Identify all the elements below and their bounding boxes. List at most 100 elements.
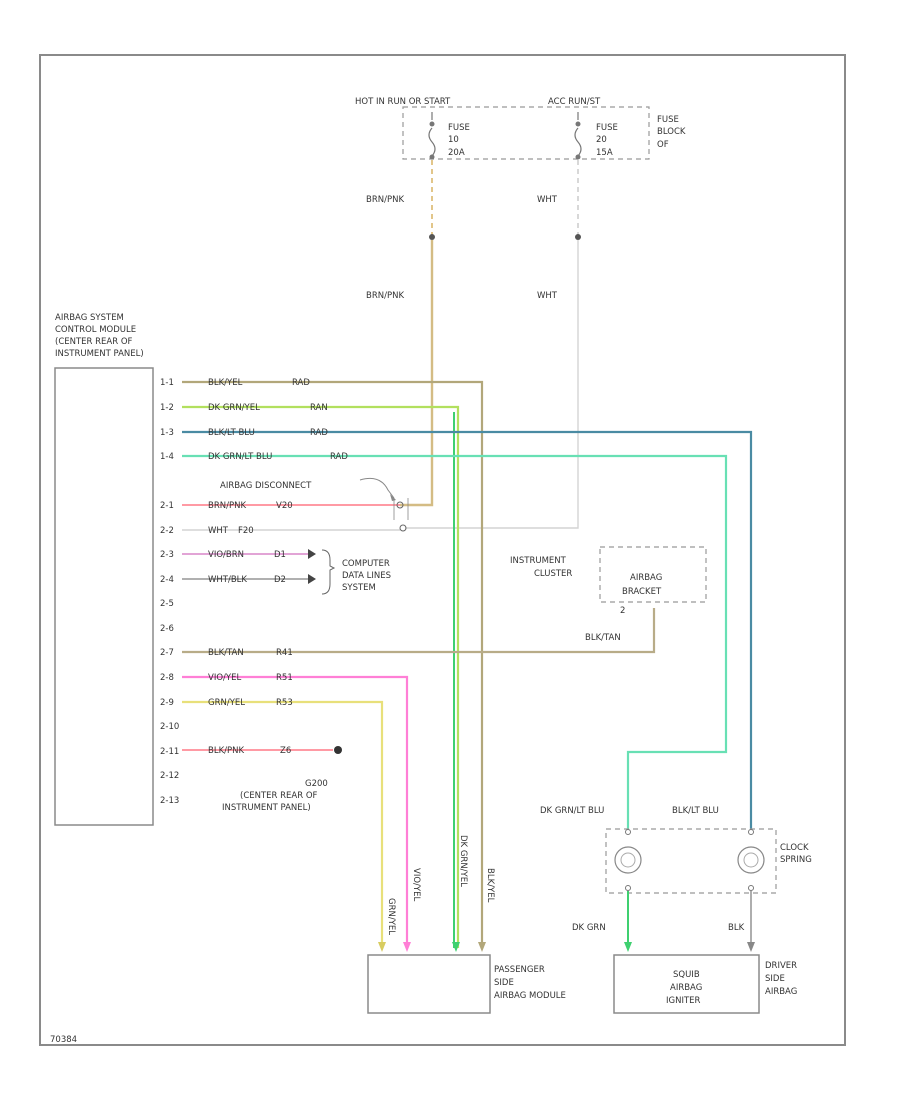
control-module-label-4: INSTRUMENT PANEL) <box>55 349 144 359</box>
driver-airbag-module: SQUIB AIRBAG IGNITER DRIVER SIDE AIRBAG <box>613 942 797 1014</box>
wire-labels: BLK/YEL RAD DK GRN/YEL RAN BLK/LT BLU RA… <box>208 378 348 756</box>
fuse-left-terminal-top <box>429 121 435 127</box>
driver-wire-arrow-1 <box>624 942 632 952</box>
passenger-module-label-1: PASSENGER <box>494 965 545 975</box>
ground-terminal <box>334 746 342 754</box>
driver-module-label-3: AIRBAG <box>765 987 797 997</box>
footer-code: 70384 <box>50 1035 77 1045</box>
pin-1-3: 1-3 <box>160 428 174 438</box>
driver-module-box <box>613 954 760 1014</box>
data-lines-label-1: COMPUTER <box>342 559 390 569</box>
fuse-hot-left-label: HOT IN RUN OR START <box>355 97 451 107</box>
driver-module-label-1: DRIVER <box>765 961 797 971</box>
instrument-cluster-pin: 2 <box>620 606 625 616</box>
module-wires <box>182 380 753 948</box>
airbag-bracket-label-1: AIRBAG <box>630 573 662 583</box>
splice-left <box>429 234 435 240</box>
passenger-module-box <box>367 954 491 1014</box>
clock-spring-label-1: CLOCK <box>780 843 809 853</box>
ground-label-1: G200 <box>305 779 328 789</box>
wire-2-3-gauge: D1 <box>274 550 286 560</box>
wire-label-right-top: WHT <box>537 195 558 205</box>
clock-spring-right-wire-top: BLK/LT BLU <box>672 806 719 816</box>
passenger-wire-label-1: GRN/YEL <box>386 898 396 935</box>
passenger-wire-arrow-1 <box>378 942 386 952</box>
pin-1-1: 1-1 <box>160 378 174 388</box>
clock-spring-left-coil-outer <box>614 846 642 874</box>
passenger-wire-arrow-4 <box>478 942 486 952</box>
wire-2-9-gauge: R53 <box>276 698 293 708</box>
wire-2-1-color: BRN/PNK <box>208 501 246 511</box>
wire-label-left-top: BRN/PNK <box>366 195 404 205</box>
fuse-left-line-1: FUSE <box>448 123 470 133</box>
clock-spring-box <box>605 828 777 894</box>
splice-right <box>575 234 581 240</box>
wire-2-7-color: BLK/TAN <box>208 648 244 658</box>
disconnect-label: AIRBAG DISCONNECT <box>220 481 312 491</box>
ground-label-2: (CENTER REAR OF <box>240 791 318 801</box>
driver-box-label-3: IGNITER <box>666 996 701 1006</box>
wire-1-3 <box>182 430 753 830</box>
wire-2-8-gauge: R51 <box>276 673 293 683</box>
wire-2-4-gauge: D2 <box>274 575 286 585</box>
clock-spring: DK GRN/LT BLU BLK/LT BLU CLOCK SPRING DK… <box>540 806 812 948</box>
wire-label-right-bottom: WHT <box>537 291 558 301</box>
wire-2-9-color: GRN/YEL <box>208 698 245 708</box>
wire-1-3-gauge: RAD <box>310 428 328 438</box>
data-lines-label-2: DATA LINES <box>342 571 391 581</box>
wire-1-2-gauge: RAN <box>310 403 328 413</box>
wire-2-8-color: VIO/YEL <box>208 673 241 683</box>
data-line-brace <box>321 549 336 595</box>
fuse-left-terminal-bottom <box>429 154 435 160</box>
airbag-control-module: AIRBAG SYSTEM CONTROL MODULE (CENTER REA… <box>54 313 154 826</box>
pin-2-5: 2-5 <box>160 599 174 609</box>
passenger-wire-arrow-2 <box>403 942 411 952</box>
control-module-label-3: (CENTER REAR OF <box>55 337 133 347</box>
wire-brn-pnk-feed <box>400 240 434 507</box>
fuse-right-terminal-bottom <box>575 154 581 160</box>
wire-1-1-color: BLK/YEL <box>208 378 243 388</box>
disconnect-pin-1 <box>396 501 404 509</box>
fuse-right-terminal-top <box>575 121 581 127</box>
pin-2-9: 2-9 <box>160 698 174 708</box>
wire-1-1-gauge: RAD <box>292 378 310 388</box>
pin-labels: 1-1 1-2 1-3 1-4 2-1 2-2 2-3 2-4 2-5 2-6 … <box>160 378 179 806</box>
clock-spring-left-terminal-top <box>625 829 631 835</box>
control-module-label-2: CONTROL MODULE <box>55 325 136 335</box>
wire-2-8 <box>182 675 409 948</box>
wire-1-2-color: DK GRN/YEL <box>208 403 260 413</box>
wire-2-4-color: WHT/BLK <box>208 575 247 585</box>
control-module-label-1: AIRBAG SYSTEM <box>55 313 124 323</box>
fuse-hot-right-label: ACC RUN/ST <box>548 97 601 107</box>
passenger-wire-arrow-3 <box>452 942 460 952</box>
diagram-frame <box>39 54 846 1046</box>
fuse-right-line-1: FUSE <box>596 123 618 133</box>
wire-white-feed <box>405 240 579 529</box>
wire-2-3-color: VIO/BRN <box>208 550 244 560</box>
pin-2-8: 2-8 <box>160 673 174 683</box>
clock-spring-left-wire-bottom: DK GRN <box>572 923 606 933</box>
data-lines-label-3: SYSTEM <box>342 583 376 593</box>
passenger-wire-label-4: BLK/YEL <box>485 868 495 903</box>
clock-spring-right-coil-outer <box>737 846 765 874</box>
disconnect-arrow <box>390 494 396 501</box>
pin-2-2: 2-2 <box>160 526 174 536</box>
instrument-cluster: INSTRUMENT CLUSTER AIRBAG BRACKET 2 BLK/… <box>510 546 707 643</box>
clock-spring-right-coil-inner <box>743 852 759 868</box>
wire-2-7-gauge: R41 <box>276 648 293 658</box>
clock-spring-label-2: SPRING <box>780 855 812 865</box>
wire-2-11-gauge: Z6 <box>280 746 291 756</box>
passenger-airbag-module: GRN/YEL VIO/YEL DK GRN/YEL BLK/YEL PASSE… <box>367 835 566 1014</box>
wire-1-4 <box>182 454 728 830</box>
wire-1-4-gauge: RAD <box>330 452 348 462</box>
disconnect-bracket <box>393 498 409 520</box>
wire-2-7 <box>182 608 656 654</box>
pin-1-2: 1-2 <box>160 403 174 413</box>
fuse-left-line-3: 20A <box>448 148 465 158</box>
clock-spring-left-wire-top: DK GRN/LT BLU <box>540 806 604 816</box>
disconnect-pin-2 <box>399 524 407 532</box>
ground-g200: G200 (CENTER REAR OF INSTRUMENT PANEL) <box>222 746 342 813</box>
driver-box-label-1: SQUIB <box>673 970 700 980</box>
pin-2-13: 2-13 <box>160 796 179 806</box>
